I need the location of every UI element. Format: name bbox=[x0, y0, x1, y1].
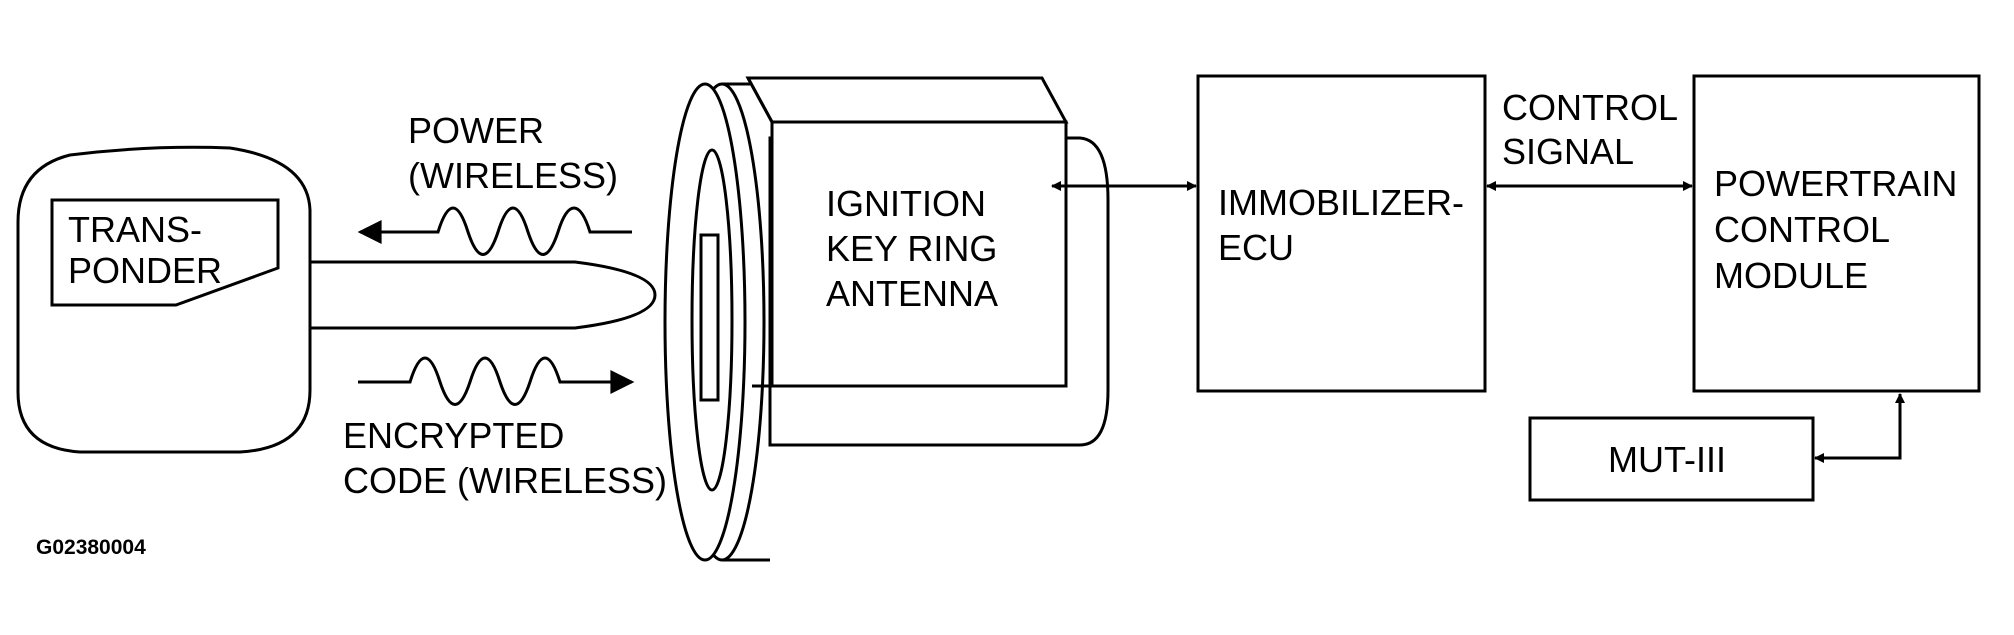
control-signal: CONTROL SIGNAL bbox=[1486, 87, 1693, 191]
immobilizer-ecu-label: IMMOBILIZER- ECU bbox=[1218, 182, 1474, 268]
encrypted-code-label: ENCRYPTED CODE (WIRELESS) bbox=[343, 415, 667, 501]
transponder-label: TRANS- PONDER bbox=[68, 209, 222, 291]
transponder-chip bbox=[50, 198, 280, 307]
figure-id: G02380004 bbox=[36, 536, 146, 559]
antenna-box-top bbox=[745, 76, 1069, 124]
mut-iii-label: MUT-III bbox=[1608, 439, 1726, 480]
powertrain-control-module: POWERTRAIN CONTROL MODULE bbox=[1692, 74, 1981, 393]
pcm-box bbox=[1692, 74, 1981, 393]
mut-iii: MUT-III bbox=[1528, 393, 1905, 502]
key-blade bbox=[305, 260, 657, 330]
immobilizer-ecu: IMMOBILIZER- ECU bbox=[1196, 74, 1487, 393]
antenna-label: IGNITION KEY RING ANTENNA bbox=[826, 183, 1007, 314]
power-signal: POWER (WIRELESS) bbox=[357, 110, 632, 256]
pcm-label: POWERTRAIN CONTROL MODULE bbox=[1714, 163, 1967, 296]
encrypted-wave-arrow bbox=[358, 356, 635, 406]
key-slot bbox=[699, 233, 720, 402]
mut-iii-box bbox=[1528, 416, 1815, 502]
control-signal-label: CONTROL SIGNAL bbox=[1502, 87, 1687, 172]
antenna-inner-ring bbox=[690, 148, 734, 492]
antenna-box-front bbox=[770, 120, 1068, 388]
ignition-key-ring-antenna: IGNITION KEY RING ANTENNA bbox=[663, 76, 1110, 562]
immobilizer-ecu-box bbox=[1196, 74, 1487, 393]
encrypted-code-signal: ENCRYPTED CODE (WIRELESS) bbox=[343, 356, 667, 501]
power-label: POWER (WIRELESS) bbox=[408, 110, 618, 196]
power-wave-arrow bbox=[357, 206, 632, 256]
mut-pcm-link bbox=[1814, 393, 1905, 463]
key: TRANS- PONDER bbox=[16, 145, 657, 454]
